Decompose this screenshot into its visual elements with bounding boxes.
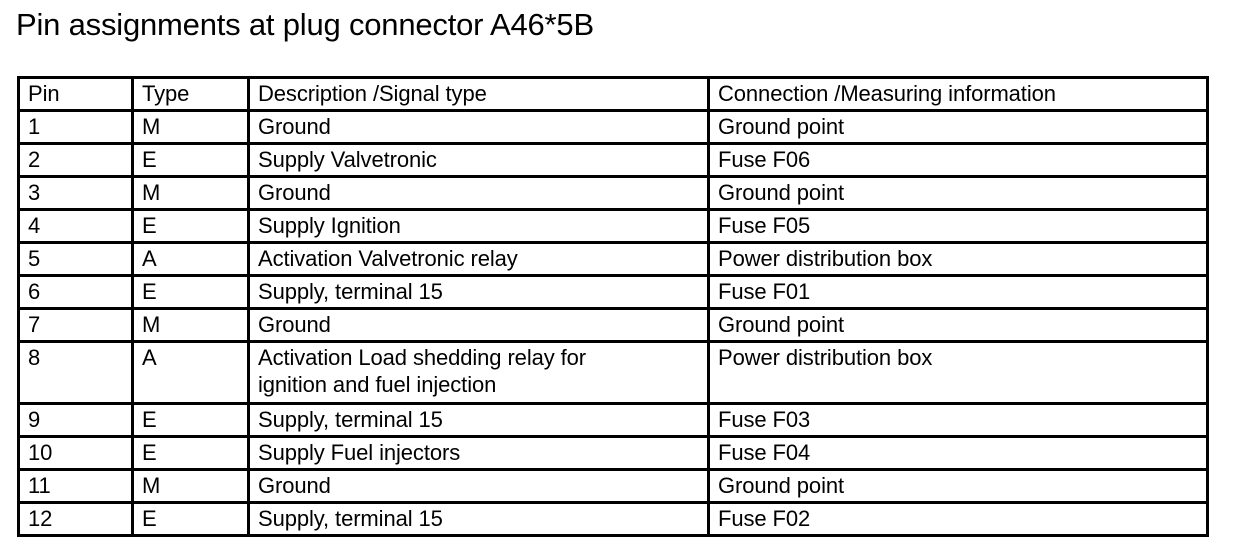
cell-connection: Fuse F03 <box>707 402 1209 438</box>
description-line: ignition and fuel injection <box>258 372 497 397</box>
table-header-row: Pin Type Description /Signal type Connec… <box>17 76 1209 112</box>
cell-description: Supply Ignition <box>247 208 710 244</box>
cell-description: Supply, terminal 15 <box>247 274 710 310</box>
cell-connection: Fuse F01 <box>707 274 1209 310</box>
cell-type: E <box>131 435 250 471</box>
cell-pin: 4 <box>17 208 134 244</box>
cell-description: Supply Fuel injectors <box>247 435 710 471</box>
description-line: Activation Load shedding relay for <box>258 345 587 370</box>
pin-assignment-table-container: Pin Type Description /Signal type Connec… <box>17 76 1209 537</box>
cell-description: Supply, terminal 15 <box>247 402 710 438</box>
description-line: Ground <box>258 180 331 205</box>
description-line: Supply Fuel injectors <box>258 440 461 465</box>
cell-type: E <box>131 501 250 537</box>
cell-connection: Fuse F05 <box>707 208 1209 244</box>
cell-connection: Fuse F02 <box>707 501 1209 537</box>
cell-pin: 12 <box>17 501 134 537</box>
cell-connection: Ground point <box>707 175 1209 211</box>
cell-pin: 6 <box>17 274 134 310</box>
cell-type: M <box>131 468 250 504</box>
cell-pin: 3 <box>17 175 134 211</box>
cell-connection: Ground point <box>707 109 1209 145</box>
cell-pin: 7 <box>17 307 134 343</box>
cell-pin: 9 <box>17 402 134 438</box>
cell-type: E <box>131 402 250 438</box>
description-line: Ground <box>258 312 331 337</box>
description-line: Ground <box>258 473 331 498</box>
cell-pin: 8 <box>17 340 134 405</box>
cell-connection: Power distribution box <box>707 340 1209 405</box>
cell-description: Ground <box>247 307 710 343</box>
description-line: Supply Valvetronic <box>258 147 437 172</box>
cell-description: Ground <box>247 109 710 145</box>
cell-type: E <box>131 274 250 310</box>
cell-description: Ground <box>247 175 710 211</box>
cell-connection: Ground point <box>707 307 1209 343</box>
cell-description: Supply Valvetronic <box>247 142 710 178</box>
cell-pin: 10 <box>17 435 134 471</box>
cell-description: Activation Valvetronic relay <box>247 241 710 277</box>
table-header: Pin Type Description /Signal type Connec… <box>17 76 1209 112</box>
description-line: Supply, terminal 15 <box>258 506 443 531</box>
description-line: Ground <box>258 114 331 139</box>
column-header-type: Type <box>131 76 250 112</box>
column-header-connection: Connection /Measuring information <box>707 76 1209 112</box>
cell-type: M <box>131 175 250 211</box>
cell-pin: 5 <box>17 241 134 277</box>
cell-type: A <box>131 241 250 277</box>
cell-description: Ground <box>247 468 710 504</box>
cell-description: Supply, terminal 15 <box>247 501 710 537</box>
cell-type: A <box>131 340 250 405</box>
cell-connection: Fuse F06 <box>707 142 1209 178</box>
column-header-description: Description /Signal type <box>247 76 710 112</box>
cell-type: M <box>131 109 250 145</box>
description-line: Supply Ignition <box>258 213 401 238</box>
cell-type: M <box>131 307 250 343</box>
cell-pin: 1 <box>17 109 134 145</box>
cell-connection: Fuse F04 <box>707 435 1209 471</box>
description-line: Activation Valvetronic relay <box>258 246 518 271</box>
page-title: Pin assignments at plug connector A46*5B <box>16 7 594 42</box>
cell-connection: Ground point <box>707 468 1209 504</box>
column-header-pin: Pin <box>17 76 134 112</box>
pin-assignment-table: Pin Type Description /Signal type Connec… <box>17 76 1209 537</box>
description-line: Supply, terminal 15 <box>258 279 443 304</box>
cell-type: E <box>131 208 250 244</box>
description-line: Supply, terminal 15 <box>258 407 443 432</box>
cell-type: E <box>131 142 250 178</box>
cell-pin: 2 <box>17 142 134 178</box>
cell-connection: Power distribution box <box>707 241 1209 277</box>
cell-pin: 11 <box>17 468 134 504</box>
